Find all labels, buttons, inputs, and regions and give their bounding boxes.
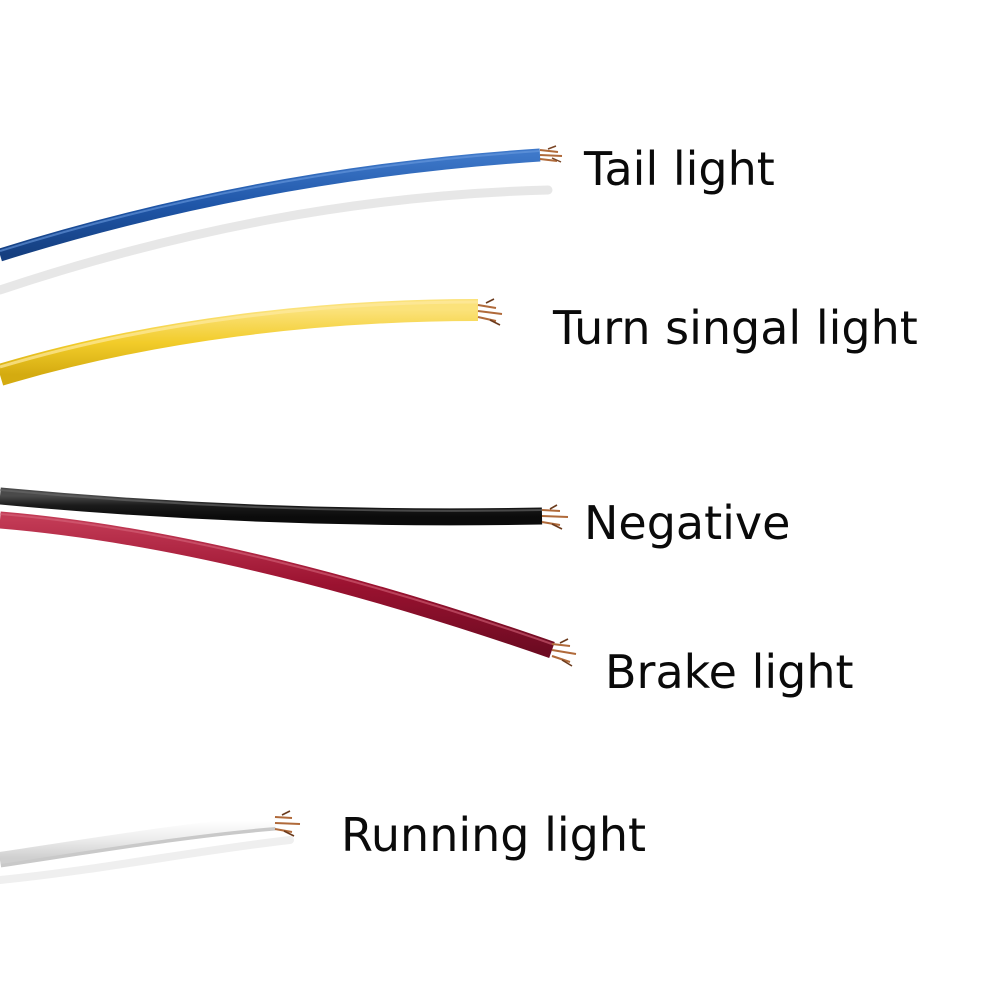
tail-light-label: Tail light xyxy=(584,142,775,196)
running-light-label: Running light xyxy=(341,808,647,862)
yellow-wire xyxy=(0,298,503,386)
white-wire xyxy=(0,810,301,868)
red-wire xyxy=(0,511,577,667)
negative-label: Negative xyxy=(584,496,791,550)
black-wire-copper-tip xyxy=(541,504,569,530)
red-wire-copper-tip xyxy=(551,638,577,667)
brake-light-label: Brake light xyxy=(605,645,854,699)
blue-wire xyxy=(0,145,563,262)
turn-signal-light-label: Turn singal light xyxy=(553,301,918,355)
black-wire xyxy=(0,487,569,530)
blue-wire-copper-tip xyxy=(539,145,563,163)
yellow-wire-copper-tip xyxy=(477,298,503,326)
wire-shadows xyxy=(0,185,553,884)
white-wire-copper-tip xyxy=(274,810,301,837)
